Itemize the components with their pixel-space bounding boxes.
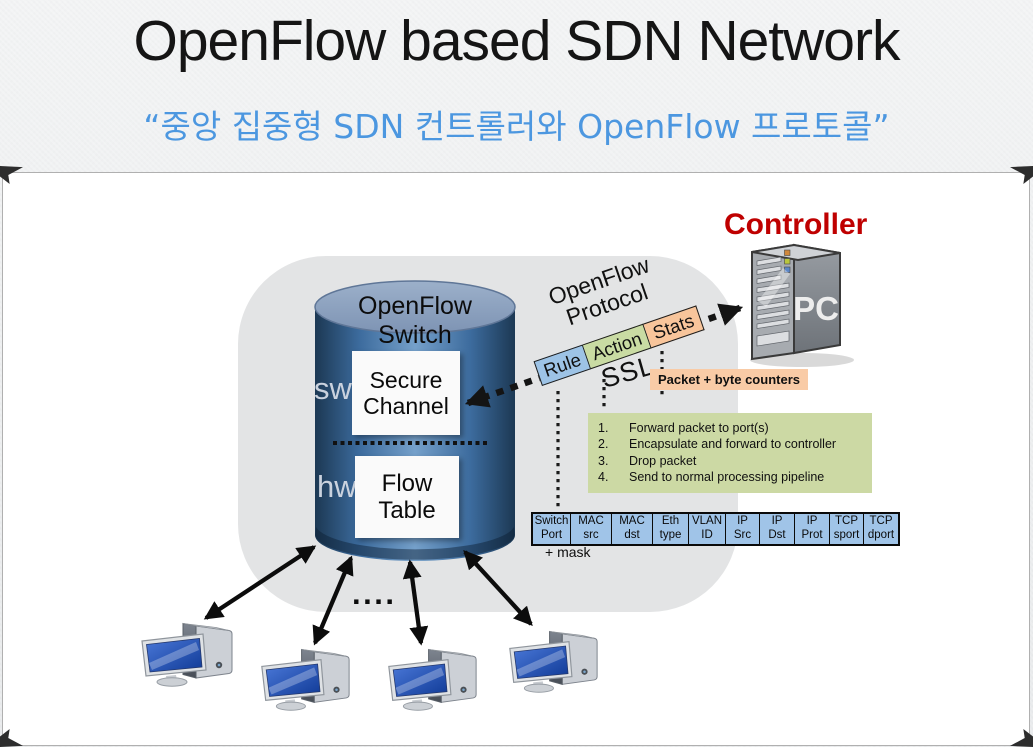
flow-table-box: Flow Table xyxy=(355,456,459,538)
hw-label: hw xyxy=(317,469,357,504)
controller-label: Controller xyxy=(724,208,868,241)
sw-hw-divider xyxy=(333,441,490,445)
secure-channel-box: Secure Channel xyxy=(352,351,460,435)
slide-subtitle: “중앙 집중형 SDN 컨트롤러와 OpenFlow 프로토콜” xyxy=(143,107,890,146)
item-text: Encapsulate and forward to controller xyxy=(629,437,837,452)
packet-byte-counters-label: Packet + byte counters xyxy=(650,369,808,390)
list-item: 4. Send to normal processing pipeline xyxy=(598,469,872,485)
item-number: 4. xyxy=(598,469,609,484)
mask-label: + mask xyxy=(545,544,591,560)
item-text: Drop packet xyxy=(629,453,697,468)
item-number: 1. xyxy=(598,421,609,435)
list-item: 2. Encapsulate and forward to controller xyxy=(598,436,872,452)
item-number: 3. xyxy=(598,453,609,468)
flow-actions-list: 1. Forward packet to port(s) 2. Encapsul… xyxy=(588,413,872,493)
list-item: 1. Forward packet to port(s) xyxy=(598,420,872,436)
ellipsis-dots: .... xyxy=(352,576,397,611)
list-item: 3. Drop packet xyxy=(598,453,872,469)
sw-label: sw xyxy=(314,371,352,406)
slide-title: OpenFlow based SDN Network xyxy=(133,9,901,73)
openflow-switch-label: OpenFlow Switch xyxy=(358,292,472,349)
item-text: Forward packet to port(s) xyxy=(629,421,769,435)
item-text: Send to normal processing pipeline xyxy=(629,469,825,484)
item-number: 2. xyxy=(598,437,609,452)
